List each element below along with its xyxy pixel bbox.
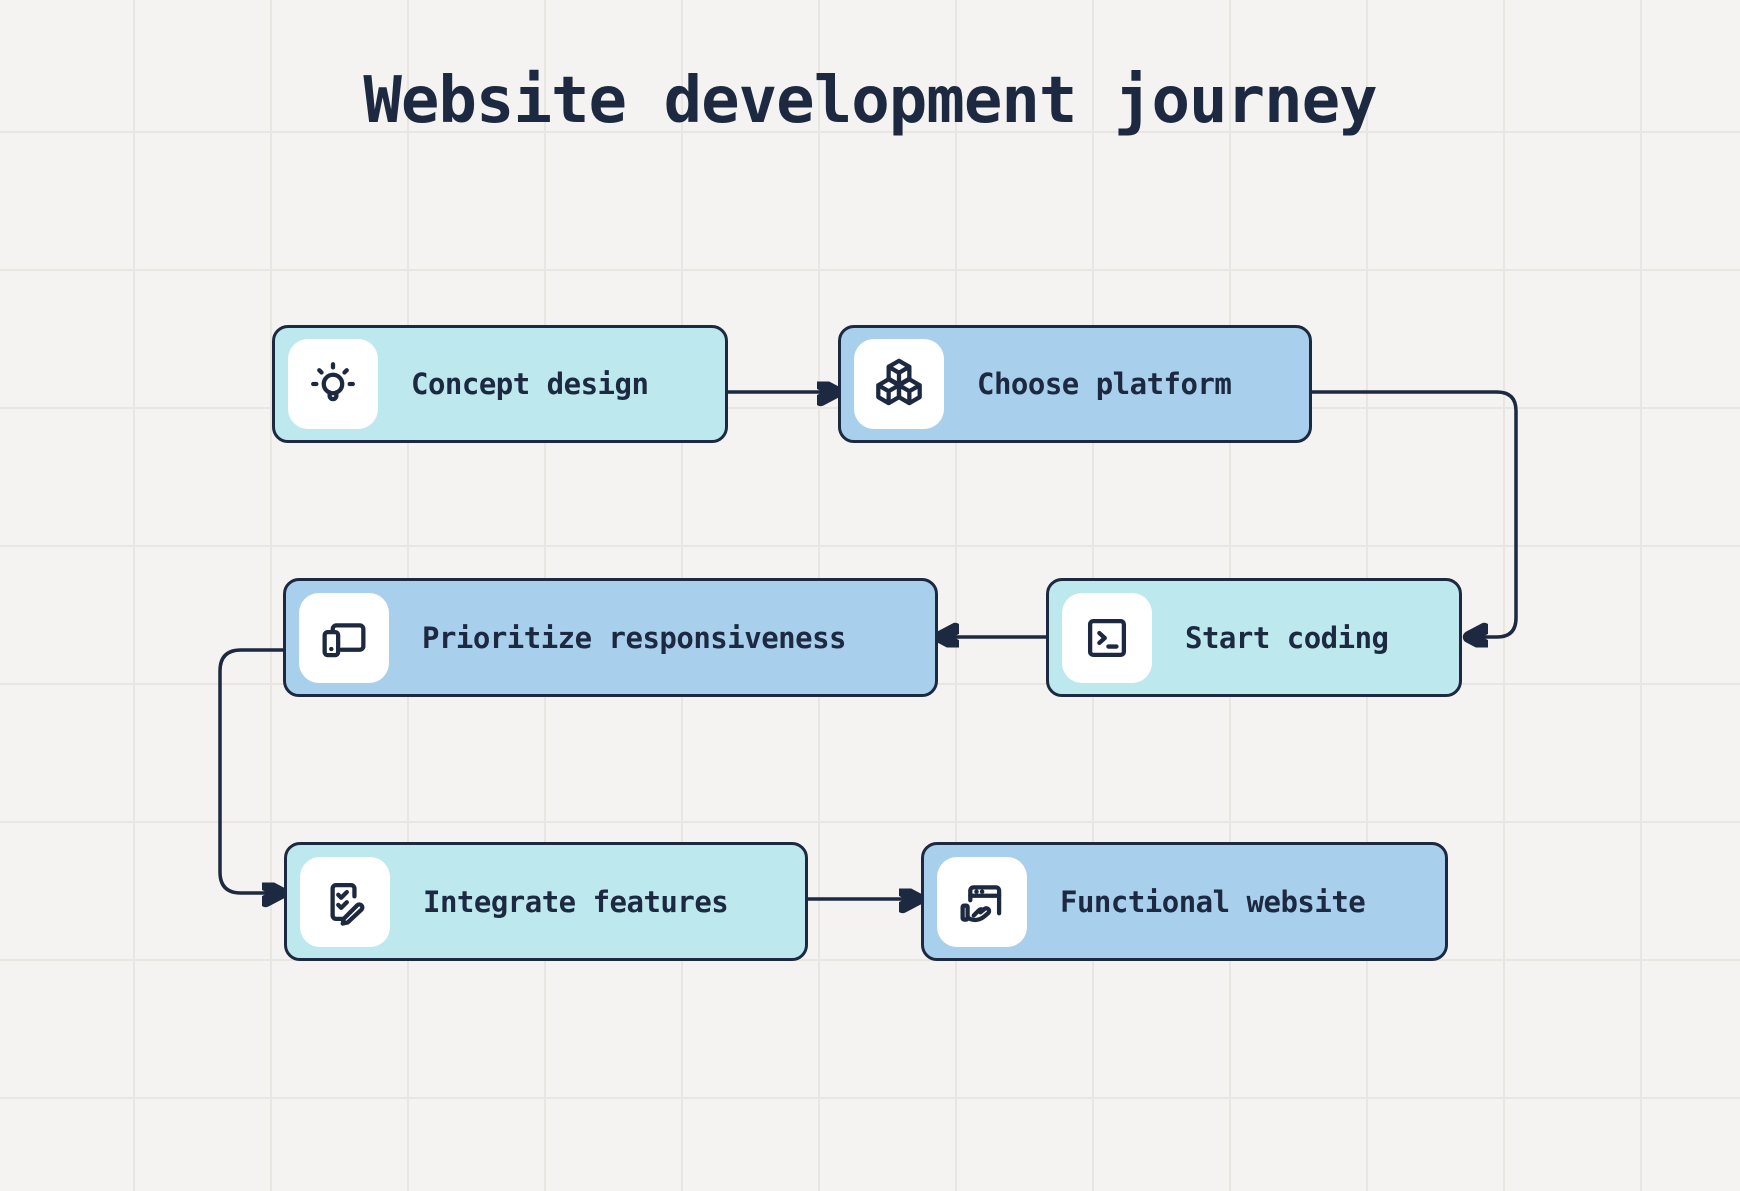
responsive-devices-icon [322,622,366,657]
terminal-window-icon [1087,618,1127,657]
node-label: Concept design [411,367,649,401]
node-functional-website: Functional website [921,842,1448,961]
icon-tile [854,339,944,429]
edge-responsiveness-to-integrate [218,648,283,893]
node-start-coding: Start coding [1046,578,1462,697]
node-choose-platform: Choose platform [838,325,1312,443]
node-label: Functional website [1060,884,1366,919]
stacked-cubes-icon [876,358,922,406]
icon-tile [300,856,390,947]
icon-tile [937,856,1027,947]
lightbulb-idea-icon [311,362,355,402]
node-label: Start coding [1185,620,1389,655]
icon-tile [1062,592,1152,683]
page-title: Website development journey [363,64,1377,138]
node-label: Choose platform [977,367,1232,401]
node-concept-design: Concept design [272,325,728,443]
icon-tile [288,339,378,429]
icon-tile [299,592,389,683]
browser-in-hand-icon [960,884,1002,922]
node-label: Prioritize responsiveness [422,620,847,655]
checklist-pencil-icon [330,882,365,926]
node-integrate-features: Integrate features [284,842,808,961]
node-label: Integrate features [423,884,729,919]
node-prioritize-responsiveness: Prioritize responsiveness [283,578,938,697]
